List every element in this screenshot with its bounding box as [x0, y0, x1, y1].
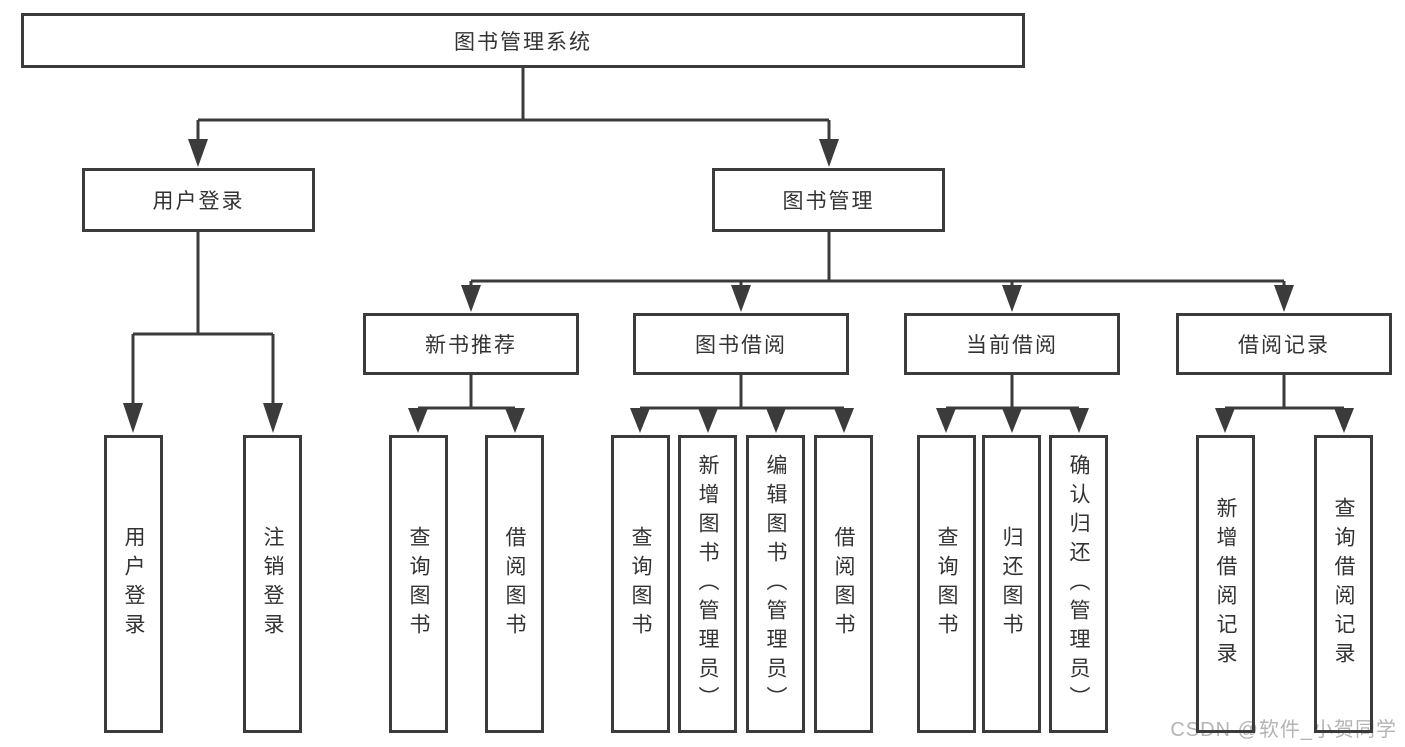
leaf-borrow-books-borrowing: 借阅图书 — [814, 435, 873, 733]
node-new-book-recommend-label: 新书推荐 — [425, 334, 517, 357]
node-book-management: 图书管理 — [712, 168, 945, 232]
leaf-logout: 注销登录 — [243, 435, 302, 733]
node-book-borrowing-label: 图书借阅 — [695, 334, 787, 357]
leaf-edit-book-admin-label: 编辑图书（管理员） — [764, 453, 787, 715]
node-user-login: 用户登录 — [82, 168, 315, 232]
leaf-query-borrow-record-label: 查询借阅记录 — [1332, 497, 1355, 671]
node-library-system-label: 图书管理系统 — [454, 30, 592, 54]
leaf-confirm-return-admin-label: 确认归还（管理员） — [1067, 453, 1090, 715]
leaf-query-books-borrowing-label: 查询图书 — [629, 526, 652, 642]
node-book-management-label: 图书管理 — [782, 190, 875, 213]
node-user-login-label: 用户登录 — [152, 190, 245, 213]
leaf-confirm-return-admin: 确认归还（管理员） — [1049, 435, 1108, 733]
node-book-borrowing: 图书借阅 — [633, 313, 849, 375]
leaf-query-books-recommend-label: 查询图书 — [407, 526, 430, 642]
leaf-query-books-current-label: 查询图书 — [935, 526, 958, 642]
leaf-add-borrow-record-label: 新增借阅记录 — [1214, 497, 1237, 671]
node-new-book-recommend: 新书推荐 — [363, 313, 579, 375]
leaf-borrow-books-recommend: 借阅图书 — [485, 435, 544, 733]
leaf-add-book-admin-label: 新增图书（管理员） — [696, 453, 719, 715]
leaf-borrow-books-recommend-label: 借阅图书 — [503, 526, 526, 642]
csdn-watermark: CSDN @软件_小贺同学 — [1170, 719, 1397, 741]
leaf-user-login: 用户登录 — [104, 435, 163, 733]
node-borrowing-records: 借阅记录 — [1176, 313, 1392, 375]
leaf-add-borrow-record: 新增借阅记录 — [1196, 435, 1255, 733]
leaf-logout-label: 注销登录 — [261, 526, 284, 642]
leaf-edit-book-admin: 编辑图书（管理员） — [746, 435, 805, 733]
leaf-user-login-label: 用户登录 — [122, 526, 145, 642]
leaf-add-book-admin: 新增图书（管理员） — [678, 435, 737, 733]
node-current-borrowing-label: 当前借阅 — [966, 334, 1058, 357]
node-borrowing-records-label: 借阅记录 — [1238, 334, 1330, 357]
leaf-return-books-label: 归还图书 — [1000, 526, 1023, 642]
leaf-query-books-borrowing: 查询图书 — [611, 435, 670, 733]
node-current-borrowing: 当前借阅 — [904, 313, 1120, 375]
leaf-borrow-books-borrowing-label: 借阅图书 — [832, 526, 855, 642]
node-library-system: 图书管理系统 — [21, 13, 1025, 68]
leaf-query-borrow-record: 查询借阅记录 — [1314, 435, 1373, 733]
leaf-query-books-recommend: 查询图书 — [389, 435, 448, 733]
leaf-return-books: 归还图书 — [982, 435, 1041, 733]
leaf-query-books-current: 查询图书 — [917, 435, 976, 733]
